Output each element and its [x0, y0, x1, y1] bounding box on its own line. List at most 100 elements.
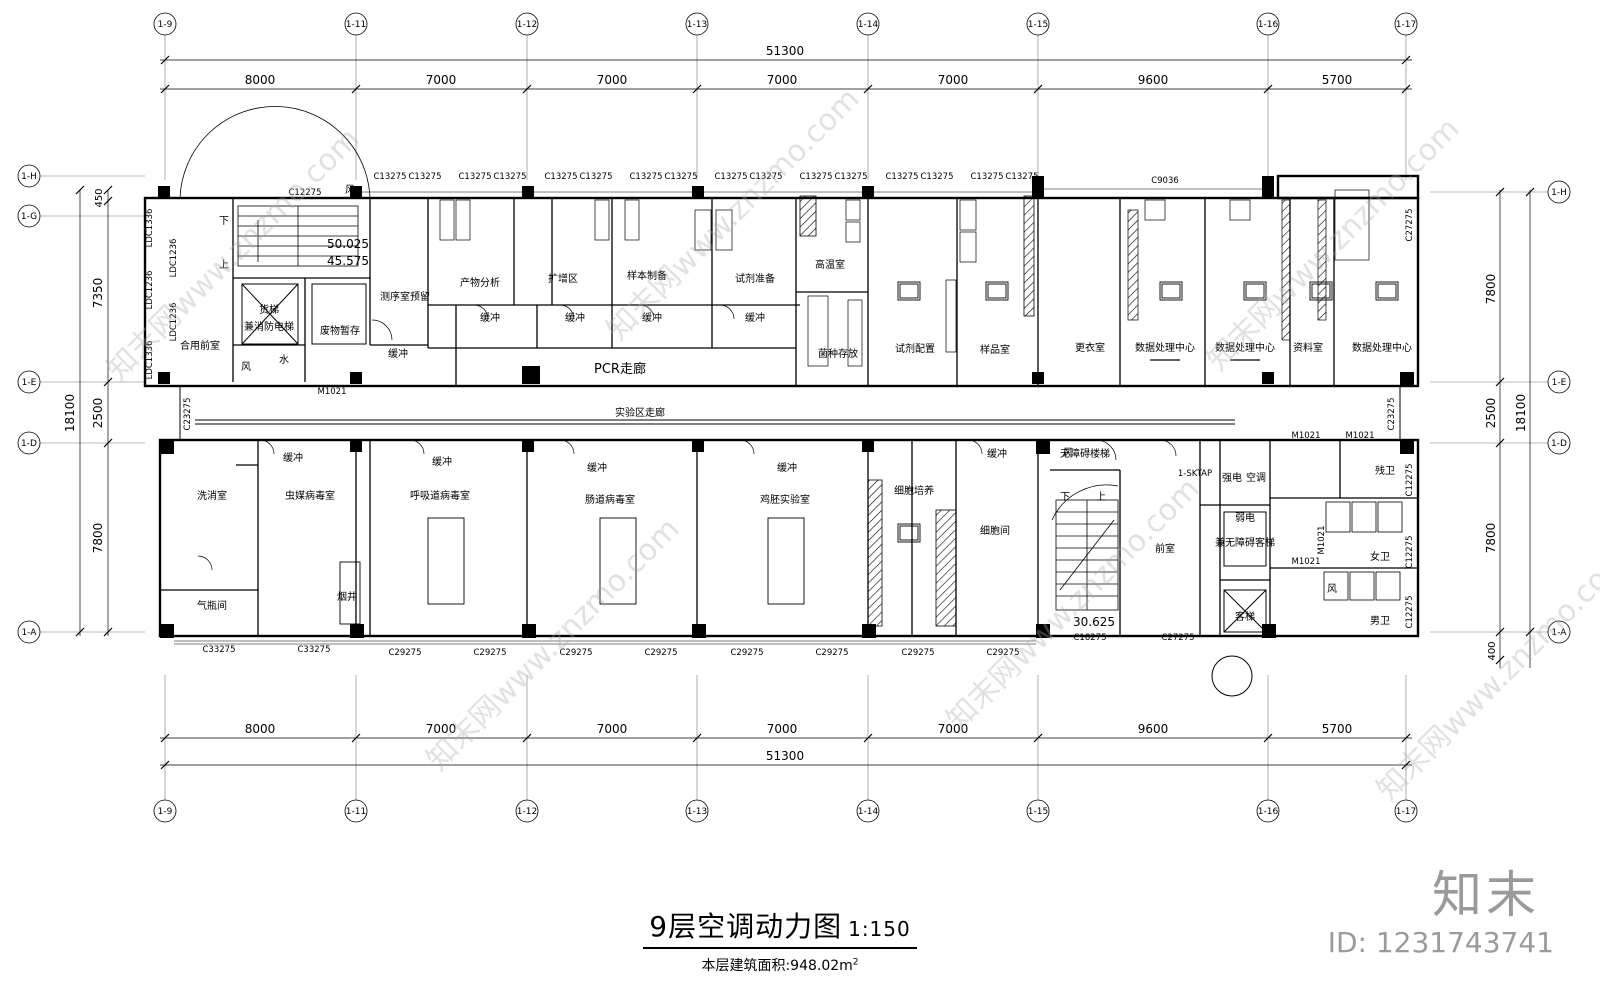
- dim-segment: 8000: [245, 722, 276, 736]
- room-label: 试剂准备: [735, 272, 775, 285]
- drawing-scale: 1:150: [848, 917, 911, 941]
- room-label: 缓冲: [777, 461, 797, 474]
- room-label: 男卫: [1370, 615, 1390, 627]
- dim-total: 18100: [1514, 394, 1528, 432]
- window-label: C13275: [630, 172, 663, 182]
- room-label: 细胞间: [980, 524, 1010, 537]
- dim-segment: 7800: [1484, 523, 1498, 554]
- axis-label: 1-14: [858, 20, 879, 30]
- window-label: C13275: [409, 172, 442, 182]
- window-label: C29275: [389, 648, 422, 658]
- window-label: C9036: [1151, 176, 1179, 186]
- elevator-freight: [241, 283, 367, 345]
- bottom-axis-bubbles: [153, 799, 1418, 823]
- window-label: C13275: [545, 172, 578, 182]
- room-label: 菌种存放: [818, 347, 858, 360]
- axis-label: 1-14: [858, 807, 879, 817]
- room-label: 肠道病毒室: [585, 493, 635, 506]
- axis-label: 1-A: [1552, 628, 1568, 638]
- level-mark: 30.625: [1073, 615, 1115, 629]
- room-label: 无障碍楼梯: [1060, 447, 1110, 460]
- room-label: 缓冲: [587, 461, 607, 474]
- bottom-dimension-labels: 8000 7000 7000 7000 7000 9600 5700 51300: [245, 722, 1353, 763]
- roof-drain-circle: [1211, 655, 1253, 697]
- room-label: 风: [345, 184, 355, 196]
- window-label: C13275: [800, 172, 833, 182]
- axis-label: 1-G: [21, 212, 37, 222]
- window-label: C12275: [1405, 596, 1415, 629]
- room-label: 兼无障碍客梯: [1215, 536, 1275, 549]
- room-label: 扩增区: [548, 272, 578, 285]
- bottom-dimension-ticks: [160, 733, 1411, 770]
- equipment-label: 1-SKTAP: [1178, 469, 1212, 479]
- axis-label: 1-E: [1552, 378, 1567, 388]
- left-axis-lines: [40, 175, 145, 633]
- axis-label: 1-H: [1551, 188, 1567, 198]
- dim-segment: 2500: [91, 398, 105, 429]
- window-labels: C13275 C13275 C13275 C13275 C13275 C1327…: [145, 172, 1415, 658]
- left-dimension-lines: [79, 190, 109, 636]
- dim-segment: 7000: [426, 73, 457, 87]
- elevator-passenger: [1223, 511, 1267, 633]
- room-label: 废物暂存: [320, 324, 360, 337]
- axis-label: 1-13: [687, 807, 707, 817]
- room-label: 产物分析: [460, 276, 500, 289]
- room-label: 女卫: [1370, 550, 1390, 563]
- room-label: 缓冲: [565, 311, 585, 324]
- room-label: 缓冲: [745, 311, 765, 324]
- room-label: 空调: [1246, 471, 1266, 484]
- room-label: 缓冲: [283, 451, 303, 464]
- axis-label: 1-H: [21, 172, 37, 182]
- level-mark: 50.025: [327, 237, 369, 251]
- window-label: C13275: [715, 172, 748, 182]
- dim-segment: 7800: [91, 523, 105, 554]
- top-axis-bubbles: [153, 12, 1418, 36]
- room-label: 呼吸道病毒室: [410, 489, 470, 502]
- axis-label: 1-D: [21, 439, 37, 449]
- room-label: 前室: [1155, 542, 1175, 555]
- window-label: C12275: [1405, 536, 1415, 569]
- axis-label: 1-E: [22, 378, 37, 388]
- hatched-walls: [799, 195, 1035, 627]
- room-label: PCR走廊: [594, 361, 646, 377]
- window-label: C13275: [835, 172, 868, 182]
- window-label: C13275: [750, 172, 783, 182]
- window-label: LDC1236: [145, 271, 155, 310]
- room-label: 缓冲: [480, 311, 500, 324]
- dim-segment: 9600: [1138, 722, 1169, 736]
- exterior-walls: [143, 174, 1420, 638]
- axis-label: 1-13: [687, 20, 707, 30]
- dim-segment: 5700: [1322, 73, 1353, 87]
- room-label: 缓冲: [642, 311, 662, 324]
- window-label: C29275: [645, 648, 678, 658]
- window-label: C33275: [203, 645, 236, 655]
- dim-segment: 2500: [1484, 398, 1498, 429]
- level-marks: 50.025 45.575 30.625: [327, 237, 1115, 629]
- window-label: C23275: [1387, 398, 1397, 431]
- axis-label: 1-17: [1396, 20, 1416, 30]
- room-label: 更衣室: [1075, 341, 1105, 354]
- room-label: 残卫: [1375, 464, 1395, 477]
- room-label: 下: [1060, 492, 1070, 503]
- room-label: 客梯: [1235, 610, 1255, 623]
- bottom-dimension-lines: [160, 737, 1412, 766]
- right-axis-lines: [1430, 191, 1548, 633]
- room-label: 上: [1096, 491, 1106, 503]
- room-label: 弱电: [1235, 511, 1255, 524]
- right-dimension-labels: 7800 2500 7800 400 18100: [1484, 274, 1528, 661]
- door-label: M1021: [318, 387, 347, 397]
- axis-label: 1-A: [22, 628, 38, 638]
- window-label: C13275: [665, 172, 698, 182]
- room-label: 气瓶间: [197, 599, 227, 612]
- room-label: 风: [1327, 583, 1337, 595]
- axis-label: 1-12: [517, 807, 537, 817]
- window-label: C12275: [1405, 464, 1415, 497]
- dim-segment: 7000: [767, 73, 798, 87]
- room-label: 烟井: [337, 590, 357, 603]
- dim-total: 51300: [766, 44, 804, 58]
- axis-label: 1-17: [1396, 807, 1416, 817]
- stair-north: [179, 106, 371, 267]
- axis-label: 1-15: [1028, 20, 1048, 30]
- room-label: 下: [219, 216, 229, 227]
